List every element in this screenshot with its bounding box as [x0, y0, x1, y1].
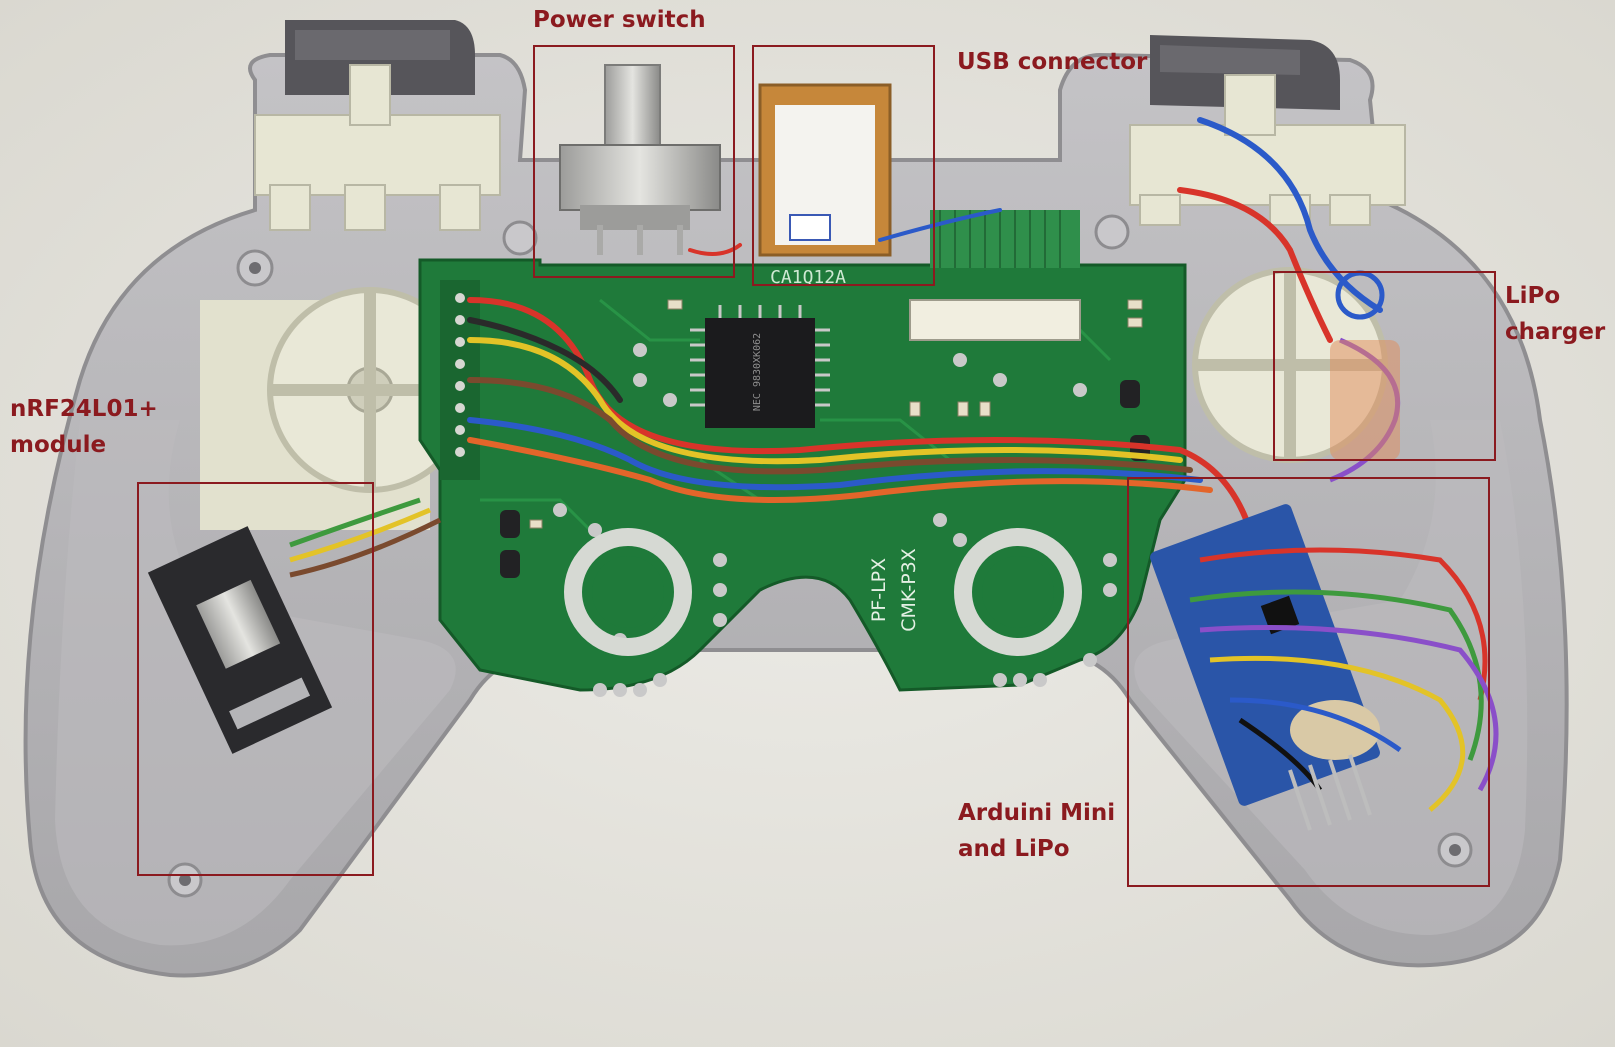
lipo-charger-part	[1329, 270, 1401, 483]
main-pcb: NEC 9830XK062 CA1Q12A	[418, 210, 1187, 697]
power-switch-box	[533, 45, 735, 278]
trigger-mechanism-left	[254, 64, 501, 231]
trigger-mechanism-right	[1129, 74, 1406, 226]
arduino-mini-label: Arduini Mini and LiPo	[958, 795, 1115, 867]
lipo-charger-box	[1273, 271, 1496, 461]
nrf-module-part	[147, 526, 333, 754]
chip-marking: NEC 9830XK062	[752, 333, 763, 411]
lipo-charger-label: LiPo charger	[1505, 278, 1605, 350]
lipo-charger-label-line2: charger	[1505, 319, 1606, 345]
usb-connector-box	[752, 45, 935, 286]
arduino-mini-part	[1150, 504, 1499, 831]
lipo-charger-label-line1: LiPo	[1505, 283, 1561, 309]
pcb-ribbon-marking: CA1Q12A	[770, 267, 846, 288]
wire-bundle	[467, 117, 1383, 533]
usb-connector-part	[758, 83, 892, 257]
arduino-mini-label-line2: and LiPo	[958, 836, 1070, 862]
pcb-code-marking: PF-LPX	[868, 558, 890, 622]
arduino-mini-label-line1: Arduini Mini	[958, 800, 1116, 826]
power-switch-part	[559, 64, 721, 255]
nrf-module-label-line1: nRF24L01+	[10, 396, 158, 422]
power-switch-label: Power switch	[533, 7, 706, 33]
shoulder-trigger-right	[1150, 35, 1340, 110]
nrf-module-label: nRF24L01+ module	[10, 391, 158, 463]
nrf-module-box	[137, 482, 374, 876]
shoulder-trigger-left	[285, 20, 475, 95]
pcb-model-marking: CMK-P3X	[898, 548, 920, 632]
nrf-module-label-line2: module	[10, 432, 107, 458]
arduino-mini-box	[1127, 477, 1490, 887]
usb-connector-label: USB connector	[957, 49, 1148, 75]
